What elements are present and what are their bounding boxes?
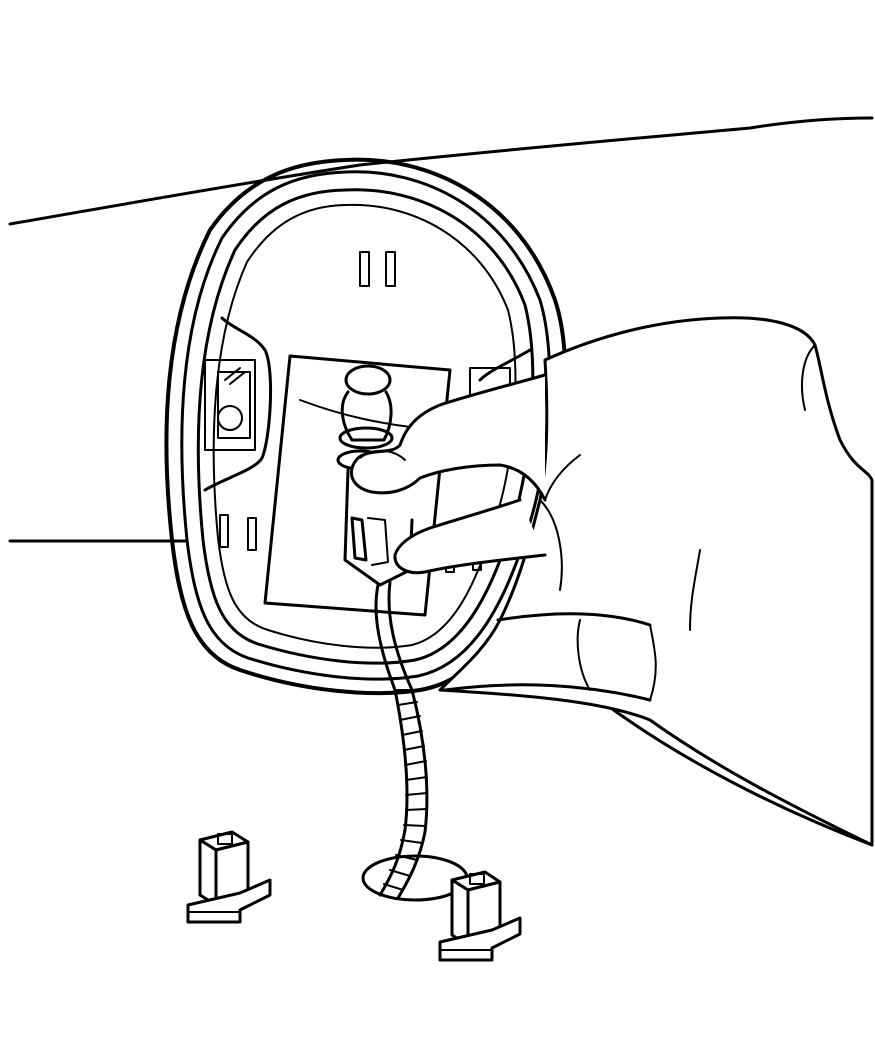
left-tab-hatch-2 xyxy=(229,371,246,385)
housing-outer-rim xyxy=(164,157,568,696)
bulb-body xyxy=(340,390,393,442)
hand-crease-4 xyxy=(576,619,591,691)
thumb-nail xyxy=(359,449,406,461)
housing-middle-rim xyxy=(180,170,552,681)
hand-back xyxy=(438,316,874,847)
lamp-housing xyxy=(164,157,568,696)
clip-left-body xyxy=(198,838,218,907)
hand-crease-3 xyxy=(689,549,701,631)
hand-thumb xyxy=(349,373,547,502)
housing-slot-bottom-left-1 xyxy=(219,514,229,548)
harness-wire-left xyxy=(374,583,409,897)
hand-knuckle-1 xyxy=(496,612,652,627)
socket-connector xyxy=(350,516,368,562)
housing-interior xyxy=(212,203,517,649)
left-tab-hatch-1 xyxy=(224,367,241,381)
housing-inner-rim xyxy=(196,188,535,665)
reflector-plate-outline xyxy=(263,354,452,617)
hand-crease-1 xyxy=(539,499,563,591)
left-tab-window xyxy=(204,359,256,451)
hand-knuckle-curve xyxy=(801,344,816,411)
clip-left-slot xyxy=(217,833,233,845)
hand-index-finger xyxy=(393,498,547,575)
hand-crease-2 xyxy=(649,624,657,701)
housing-slot-bottom-left-2 xyxy=(247,517,257,551)
harness-wire-right xyxy=(387,580,429,900)
panel-lower-edge xyxy=(598,698,874,847)
left-tab-screw xyxy=(217,405,243,431)
hand-crease-5 xyxy=(544,454,581,501)
socket-connector-edge xyxy=(367,517,389,566)
housing-right-tab xyxy=(478,348,532,382)
retaining-clip-right xyxy=(438,870,522,962)
panel-top-edge xyxy=(8,116,874,226)
wiring-harness xyxy=(374,580,429,900)
retaining-clip-left xyxy=(186,830,272,924)
body-panel xyxy=(8,116,874,847)
clip-right-slot xyxy=(469,873,485,885)
housing-slot-top-left xyxy=(359,251,370,287)
housing-slot-top-right xyxy=(385,251,396,287)
socket-collar xyxy=(338,426,394,450)
hand-knuckle-2 xyxy=(443,683,652,702)
housing-left-tab xyxy=(203,316,273,492)
bulb-top xyxy=(344,364,392,396)
hand xyxy=(349,316,874,847)
